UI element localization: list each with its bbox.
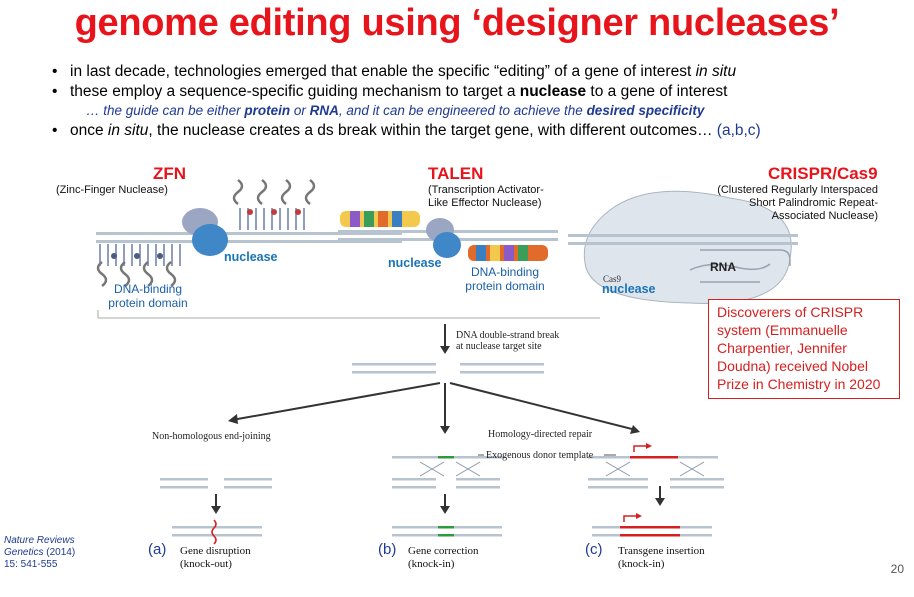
bullet-2-sub: … the guide can be either protein or RNA… bbox=[86, 103, 705, 118]
crispr-nuclease-label: nuclease bbox=[602, 282, 656, 296]
outcome-b-letter: (b) bbox=[378, 541, 397, 558]
hdr-branch-b bbox=[392, 456, 504, 537]
bullet-2: these employ a sequence-specific guiding… bbox=[50, 82, 910, 102]
bullet-3: once in situ, the nuclease creates a ds … bbox=[50, 121, 910, 141]
talen-nuclease-label: nuclease bbox=[388, 256, 442, 270]
hdr-branch-c bbox=[588, 443, 724, 537]
nobel-prize-callout: Discoverers of CRISPR system (Emmanuelle… bbox=[708, 299, 900, 399]
page-number: 20 bbox=[890, 562, 904, 576]
flow-arrows bbox=[97, 310, 640, 434]
outcome-c-letter: (c) bbox=[585, 541, 603, 558]
zfn-heading: ZFN bbox=[153, 164, 187, 183]
crispr-rna-label: RNA bbox=[710, 260, 736, 274]
zfn-figure bbox=[96, 179, 402, 287]
bullet-1: in last decade, technologies emerged tha… bbox=[50, 62, 910, 82]
hdr-label: Homology-directed repair bbox=[488, 429, 593, 440]
zfn-full-name: (Zinc-Finger Nuclease) bbox=[56, 184, 168, 196]
nhej-branch bbox=[160, 478, 272, 545]
outcome-b-label: Gene correction(knock-in) bbox=[408, 545, 479, 570]
talen-figure bbox=[338, 211, 558, 261]
outcome-a-letter: (a) bbox=[148, 541, 167, 558]
outcome-c-label: Transgene insertion(knock-in) bbox=[618, 545, 705, 570]
talen-heading: TALEN bbox=[428, 164, 484, 183]
bullet-list: in last decade, technologies emerged tha… bbox=[50, 62, 910, 141]
donor-template-label: Exogenous donor template bbox=[486, 450, 594, 461]
citation: Nature Reviews Genetics (2014) 15: 541-5… bbox=[4, 535, 76, 570]
crispr-figure bbox=[568, 190, 798, 304]
talen-full-name: (Transcription Activator-Like Effector N… bbox=[428, 184, 544, 209]
talen-repeats-top bbox=[340, 211, 420, 227]
talen-repeats-bottom bbox=[468, 245, 548, 261]
crispr-heading: CRISPR/Cas9 bbox=[768, 164, 878, 183]
zfn-nuclease-label: nuclease bbox=[224, 250, 278, 264]
slide-title: genome editing using ‘designer nucleases… bbox=[74, 2, 840, 44]
cas9-label: Cas9 bbox=[603, 274, 621, 284]
outcome-a-label: Gene disruption(knock-out) bbox=[180, 545, 251, 570]
nhej-label: Non-homologous end-joining bbox=[152, 431, 271, 442]
